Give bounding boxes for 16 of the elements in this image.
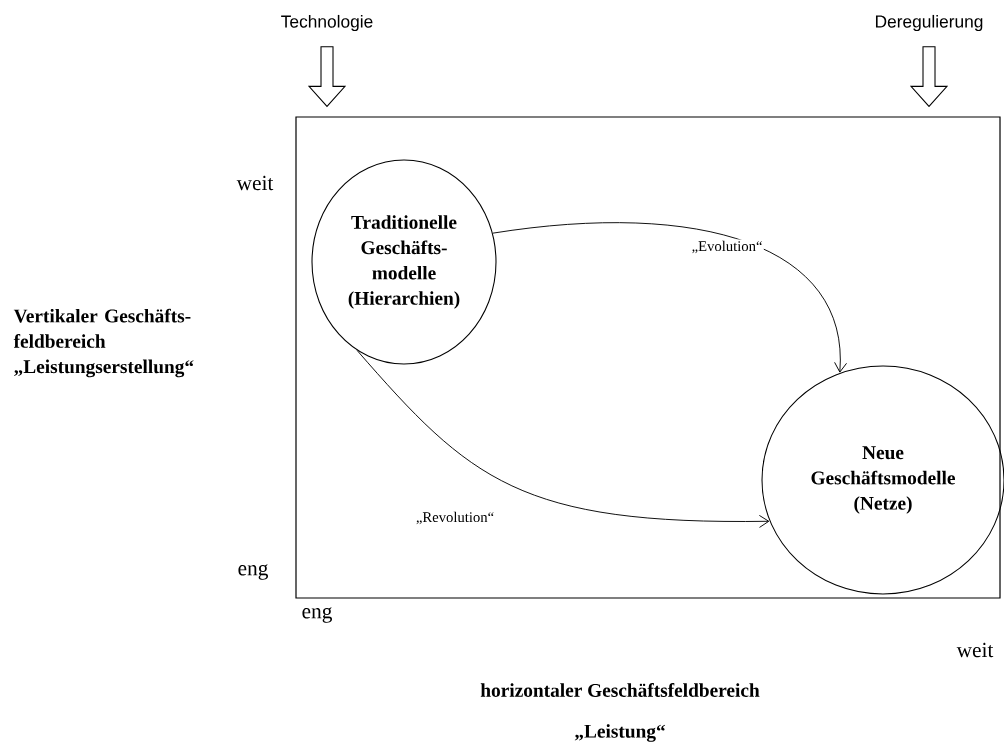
- axis-title: „Leistung“: [574, 724, 665, 742]
- axis-value: eng: [302, 607, 332, 623]
- factor-label: Deregulierung: [876, 14, 983, 32]
- curved-arrow: [492, 222, 848, 373]
- block-arrow: [909, 46, 949, 108]
- block-arrow: [307, 46, 347, 108]
- factor-label: Technologie: [281, 14, 373, 32]
- edge-label: „Revolution“: [414, 510, 496, 526]
- matrix-frame: [295, 116, 1001, 599]
- curved-arrow: [356, 349, 770, 528]
- axis-title: horizontaler Geschäftsfeldbereich: [480, 683, 760, 697]
- axis-value: weit: [956, 642, 994, 658]
- axis-value: weit: [236, 175, 274, 191]
- axis-title: Vertikaler Geschäfts- feldbereich „Leistungserstellung“: [13, 308, 194, 378]
- edge-label: „Evolution“: [690, 239, 764, 255]
- axis-value: eng: [238, 564, 268, 580]
